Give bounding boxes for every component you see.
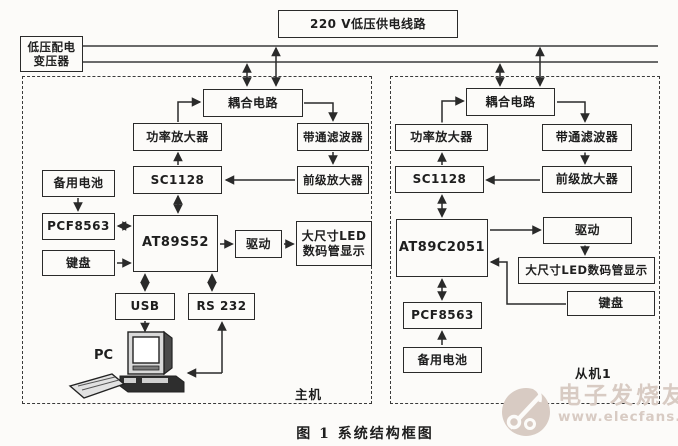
watermark: 电子发烧友 www.elecfans.com [500,384,678,438]
slave-block-driver: 驱动 [543,217,632,244]
master-block-preamp: 前级放大器 [297,166,369,194]
pc-label: PC [94,348,114,363]
master-block-pcf8563: PCF8563 [42,213,115,240]
pc-computer-icon [68,330,185,399]
slave-block-bandpass-filter: 带通滤波器 [542,124,632,151]
slave-block-preamp: 前级放大器 [542,166,632,193]
slave-block-pcf8563: PCF8563 [403,302,482,329]
slave-section-label: 从机1 [575,366,612,381]
master-block-rs232: RS 232 [188,293,255,320]
master-block-driver: 驱动 [235,230,282,258]
watermark-url: www.elecfans.com [558,409,678,426]
slave-block-sc1128: SC1128 [395,166,484,193]
slave-block-mcu-at89c2051: AT89C2051 [396,219,488,277]
master-led-display-line2: 数码管显示 [302,243,366,258]
slave-block-keyboard: 键盘 [567,291,655,316]
watermark-brand: 电子发烧友 [558,383,678,409]
master-block-led-display: 大尺寸LED 数码管显示 [296,221,372,266]
figure-caption: 图 1 系统结构框图 [296,426,434,442]
master-block-backup-battery: 备用电池 [42,170,115,197]
master-block-bandpass-filter: 带通滤波器 [297,123,369,151]
master-block-power-amp: 功率放大器 [133,123,222,151]
slave-block-led-display: 大尺寸LED数码管显示 [518,257,655,284]
block-transformer-label-line2: 变压器 [33,54,70,68]
master-block-usb: USB [115,293,175,320]
master-block-sc1128: SC1128 [133,166,222,194]
arrows-master [73,46,338,378]
power-lines [83,45,658,63]
slave-block-coupling: 耦合电路 [466,88,555,116]
elecfans-logo-icon [502,386,550,436]
block-supply-line-label: 220 V低压供电线路 [309,16,426,31]
master-led-display-line1: 大尺寸LED [301,228,367,243]
block-transformer-label-line1: 低压配电 [27,39,76,54]
block-supply-line: 220 V低压供电线路 [278,10,458,38]
master-block-coupling: 耦合电路 [203,89,303,117]
slave-block-power-amp: 功率放大器 [395,124,488,151]
master-section-label: 主机 [295,387,323,402]
slave-block-backup-battery: 备用电池 [403,347,482,373]
block-transformer: 低压配电 变压器 [20,36,83,72]
master-block-keyboard: 键盘 [42,250,115,276]
master-block-mcu-at89s52: AT89S52 [133,215,218,272]
arrows-slave [437,46,590,345]
